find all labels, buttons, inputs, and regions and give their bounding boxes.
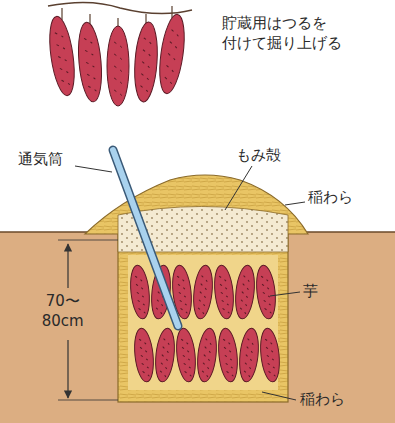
dimension-line: [67, 244, 68, 288]
part-name: 稲わら: [308, 188, 353, 208]
note-text: 貯蔵用はつるを 付けて掘り上げる: [222, 14, 344, 53]
vine: [48, 2, 192, 13]
part-name: 通気筒: [18, 150, 63, 170]
vent-pipe: [113, 150, 178, 326]
pit-inner: [128, 255, 278, 390]
pit-straw: [118, 230, 288, 402]
leader-lines: [75, 166, 305, 400]
part-name: 稲わら: [300, 390, 345, 410]
stored-potatoes: [128, 264, 282, 383]
part-name: もみ殻: [236, 146, 281, 166]
dimension-text: 70〜 80cm: [38, 292, 88, 331]
hanging-potatoes: [46, 6, 189, 106]
part-name: 芋: [303, 282, 318, 302]
